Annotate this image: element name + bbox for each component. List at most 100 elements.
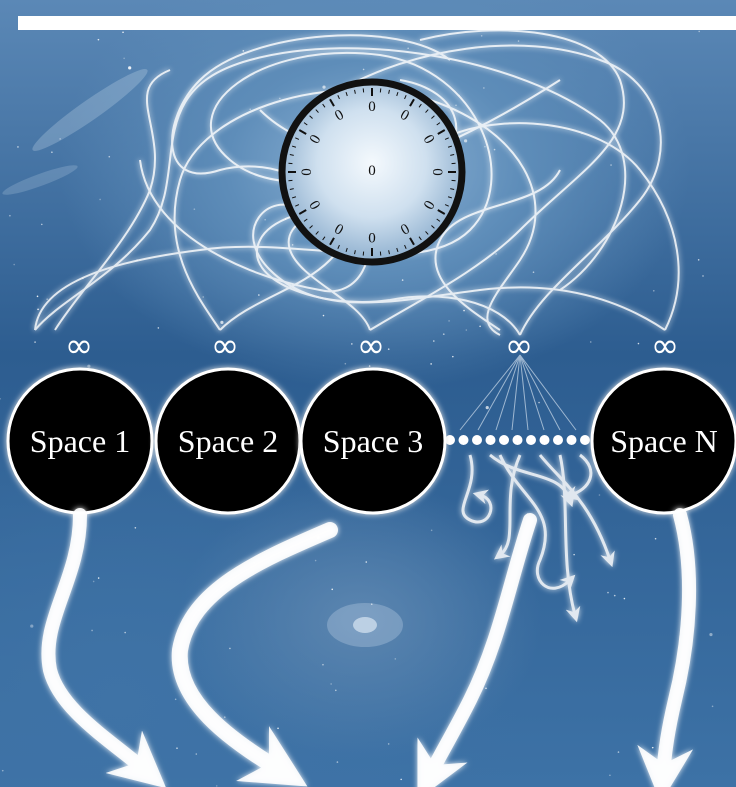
arrow-space-1 bbox=[48, 515, 145, 770]
star bbox=[175, 698, 177, 700]
star bbox=[463, 310, 465, 312]
star bbox=[388, 743, 390, 745]
star bbox=[122, 31, 124, 33]
star bbox=[249, 109, 251, 111]
star bbox=[30, 624, 33, 627]
arrow-center bbox=[430, 520, 530, 775]
star bbox=[533, 271, 535, 273]
arrow-space-n bbox=[663, 515, 689, 775]
chain-dot bbox=[553, 435, 563, 445]
star bbox=[466, 329, 468, 331]
infinity-symbol-4: ∞ bbox=[505, 326, 533, 366]
infinity-symbol-5: ∞ bbox=[651, 326, 679, 366]
clock-dial-label: 0 bbox=[299, 168, 315, 176]
star bbox=[365, 561, 367, 563]
star bbox=[224, 716, 226, 718]
star bbox=[98, 39, 100, 41]
star bbox=[9, 215, 11, 217]
chain-dot bbox=[459, 435, 469, 445]
star bbox=[258, 294, 260, 296]
star bbox=[590, 341, 592, 343]
infinity-symbol-1: ∞ bbox=[65, 326, 93, 366]
star bbox=[34, 341, 36, 343]
star bbox=[194, 208, 196, 210]
star bbox=[610, 164, 612, 166]
star bbox=[573, 554, 575, 556]
chain-dot bbox=[499, 435, 509, 445]
comet-streak bbox=[27, 62, 153, 159]
star bbox=[98, 577, 100, 579]
star bbox=[51, 151, 53, 153]
chain-dot bbox=[580, 435, 590, 445]
clock-dial-label: 0 bbox=[429, 168, 445, 176]
star bbox=[395, 658, 397, 660]
space-2-label: Space 2 bbox=[178, 423, 278, 459]
star bbox=[99, 199, 101, 201]
star bbox=[618, 751, 620, 753]
star bbox=[123, 58, 125, 60]
star bbox=[243, 50, 245, 52]
star bbox=[698, 31, 700, 33]
star bbox=[351, 343, 353, 345]
star bbox=[37, 296, 39, 298]
star bbox=[216, 785, 218, 787]
comet-streak-2 bbox=[0, 161, 79, 200]
star bbox=[495, 253, 497, 255]
star bbox=[363, 69, 365, 71]
star bbox=[607, 592, 609, 594]
star bbox=[108, 156, 110, 158]
star bbox=[345, 363, 347, 365]
space-3-label: Space 3 bbox=[323, 423, 423, 459]
star bbox=[91, 630, 93, 632]
star bbox=[322, 664, 324, 666]
star bbox=[483, 87, 485, 89]
space-2: Space 2 bbox=[156, 369, 300, 513]
star bbox=[484, 146, 486, 148]
star bbox=[128, 66, 131, 69]
star bbox=[292, 244, 294, 246]
star bbox=[655, 538, 657, 540]
star bbox=[698, 259, 700, 261]
clock-dial-label: 0 bbox=[368, 99, 376, 115]
star bbox=[486, 406, 489, 409]
star bbox=[176, 747, 178, 749]
star bbox=[331, 589, 333, 591]
chain-dot bbox=[513, 435, 523, 445]
star bbox=[431, 530, 433, 532]
chain-dot bbox=[486, 435, 496, 445]
star bbox=[220, 321, 223, 324]
star bbox=[430, 363, 432, 365]
galaxy-core bbox=[353, 617, 377, 633]
dotted-chain bbox=[440, 435, 604, 445]
star bbox=[485, 687, 487, 689]
infinity-symbol-2: ∞ bbox=[211, 326, 239, 366]
star bbox=[279, 98, 281, 100]
star bbox=[709, 633, 712, 636]
star bbox=[37, 309, 39, 311]
star bbox=[455, 104, 457, 106]
star bbox=[17, 146, 19, 148]
star bbox=[402, 279, 404, 281]
space-1: Space 1 bbox=[8, 369, 152, 513]
chain-dot bbox=[567, 435, 577, 445]
star bbox=[653, 290, 655, 292]
star bbox=[464, 139, 467, 142]
star bbox=[538, 402, 540, 404]
star bbox=[599, 494, 601, 496]
star bbox=[638, 343, 640, 345]
star bbox=[712, 706, 714, 708]
star bbox=[2, 770, 4, 772]
star bbox=[337, 761, 339, 763]
star bbox=[323, 315, 325, 317]
star bbox=[46, 298, 48, 300]
star bbox=[400, 779, 402, 781]
star bbox=[330, 683, 332, 685]
fan-lines bbox=[460, 355, 576, 430]
chain-dot bbox=[526, 435, 536, 445]
star bbox=[315, 560, 317, 562]
clock-dial-label: 0 bbox=[368, 229, 376, 245]
space-n: Space N bbox=[592, 369, 736, 513]
star bbox=[13, 264, 15, 266]
star bbox=[518, 40, 520, 42]
star bbox=[264, 219, 266, 221]
